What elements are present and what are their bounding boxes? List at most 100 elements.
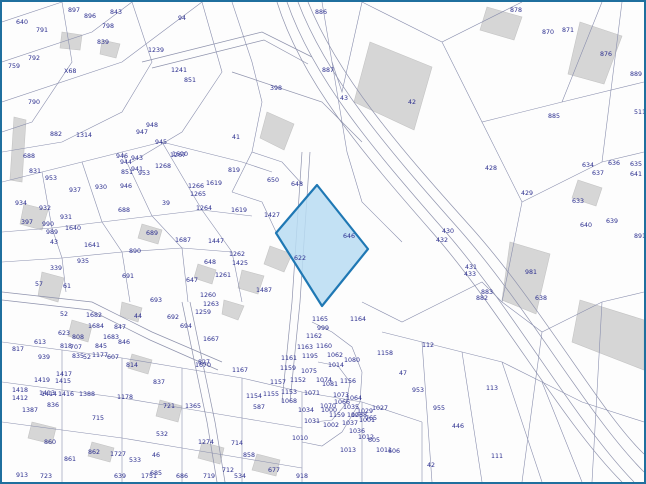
parcel-label: 1487 (256, 287, 272, 294)
parcel-label: 44 (134, 313, 142, 320)
parcel-label: 1073 (333, 392, 349, 399)
parcel-label: 1640 (65, 225, 81, 232)
parcel-label: 1239 (148, 47, 164, 54)
parcel-label: 819 (228, 167, 240, 174)
parcel-label: 1000 (321, 407, 337, 414)
parcel-label: 1162 (306, 333, 322, 340)
parcel-label: 1195 (302, 353, 318, 360)
parcel-label: 1081 (322, 381, 338, 388)
parcel-label: 817 (12, 346, 24, 353)
parcel-label: 953 (138, 170, 150, 177)
parcel-label: 1413 (39, 390, 55, 397)
parcel-label: 1412 (12, 395, 28, 402)
parcel-label: 677 (268, 467, 280, 474)
parcel-label: 1684 (88, 323, 104, 330)
parcel-label: 648 (204, 259, 216, 266)
parcel-label: 947 (136, 129, 148, 136)
parcel-label: 1619 (206, 180, 222, 187)
parcel-label: 707 (70, 344, 82, 351)
parcel-label: 1260 (200, 292, 216, 299)
parcel-label: 941 (131, 166, 143, 173)
parcel-label: 931 (60, 214, 72, 221)
parcel-label: 847 (114, 324, 126, 331)
parcel-label: 1155 (263, 391, 279, 398)
parcel-label: 1264 (196, 205, 212, 212)
parcel-label: 1165 (312, 316, 328, 323)
parcel-label: 719 (203, 473, 215, 480)
parcel-label: 891 (634, 233, 644, 240)
parcel-label: 1068 (281, 398, 297, 405)
parcel-label: 1387 (22, 407, 38, 414)
parcel-label: 1157 (270, 379, 286, 386)
parcel-label: 870 (542, 29, 554, 36)
parcel-label: 534 (234, 473, 246, 480)
parcel-label: 890 (129, 248, 141, 255)
parcel-label: 432 (436, 237, 448, 244)
parcel-label: 939 (38, 354, 50, 361)
parcel-label: 837 (153, 379, 165, 386)
parcel-label: 946 (116, 153, 128, 160)
parcel-label: 397 (21, 219, 33, 226)
parcel-label: 831 (29, 168, 41, 175)
parcel-label: 1683 (103, 334, 119, 341)
parcel-label: 605 (368, 437, 380, 444)
parcel-label: 622 (294, 255, 306, 262)
parcel-label: 533 (129, 457, 141, 464)
parcel-label: 846 (118, 339, 130, 346)
parcel-label: 990 (42, 221, 54, 228)
parcel-label: 1014 (328, 362, 344, 369)
parcel-label: 1034 (298, 407, 314, 414)
parcel-label: 640 (580, 222, 592, 229)
parcel-label: 1265 (190, 191, 206, 198)
parcel-label: 1419 (34, 377, 50, 384)
parcel-label: 791 (36, 27, 48, 34)
parcel-label: 1010 (292, 435, 308, 442)
parcel-label: 607 (107, 354, 119, 361)
parcel-label: 1427 (264, 212, 280, 219)
parcel-label: 882 (50, 131, 62, 138)
parcel-label: 39 (162, 200, 170, 207)
parcel-label: X68 (64, 68, 76, 75)
parcel-label: 46 (152, 452, 160, 459)
parcel-label: 1751 (141, 473, 157, 480)
parcel-label: 851 (121, 169, 133, 176)
parcel-label: 113 (486, 385, 498, 392)
parcel-label: 1417 (56, 371, 72, 378)
parcel-label: 1415 (55, 378, 71, 385)
parcel-label: 1080 (344, 357, 360, 364)
parcel-label: 52 (60, 311, 68, 318)
parcel-label: 41 (232, 134, 240, 141)
parcel-label: 1388 (79, 391, 95, 398)
parcel-label: 1154 (246, 393, 262, 400)
parcel-label: 634 (582, 162, 594, 169)
parcel-label: 1074 (316, 377, 332, 384)
parcel-label: 1036 (349, 428, 365, 435)
parcel-label: 943 (131, 155, 143, 162)
highlighted-parcel[interactable] (274, 183, 370, 308)
parcel-label: 1161 (281, 355, 297, 362)
parcel-label: 43 (340, 95, 348, 102)
parcel-label: 798 (102, 23, 114, 30)
parcel-label: 871 (562, 27, 574, 34)
parcel-label: 889 (630, 71, 642, 78)
parcel-label: 1152 (290, 377, 306, 384)
parcel-label: 47 (399, 370, 407, 377)
parcel-label: 860 (44, 439, 56, 446)
parcel-label: 814 (126, 362, 138, 369)
parcel-label: 1002 (323, 422, 339, 429)
parcel-label: 896 (84, 13, 96, 20)
parcel-label: 646 (343, 233, 355, 240)
parcel-label: 1153 (281, 389, 297, 396)
parcel-label: 691 (122, 273, 134, 280)
parcel-label: 429 (521, 190, 533, 197)
parcel-label: 862 (88, 449, 100, 456)
parcel-label: 1314 (76, 132, 92, 139)
parcel-label: 1064 (346, 395, 362, 402)
parcel-label: 42 (427, 462, 435, 469)
parcel-label: 1414 (41, 391, 57, 398)
parcel-label: 1266 (188, 183, 204, 190)
parcel-label: 1156 (340, 378, 356, 385)
